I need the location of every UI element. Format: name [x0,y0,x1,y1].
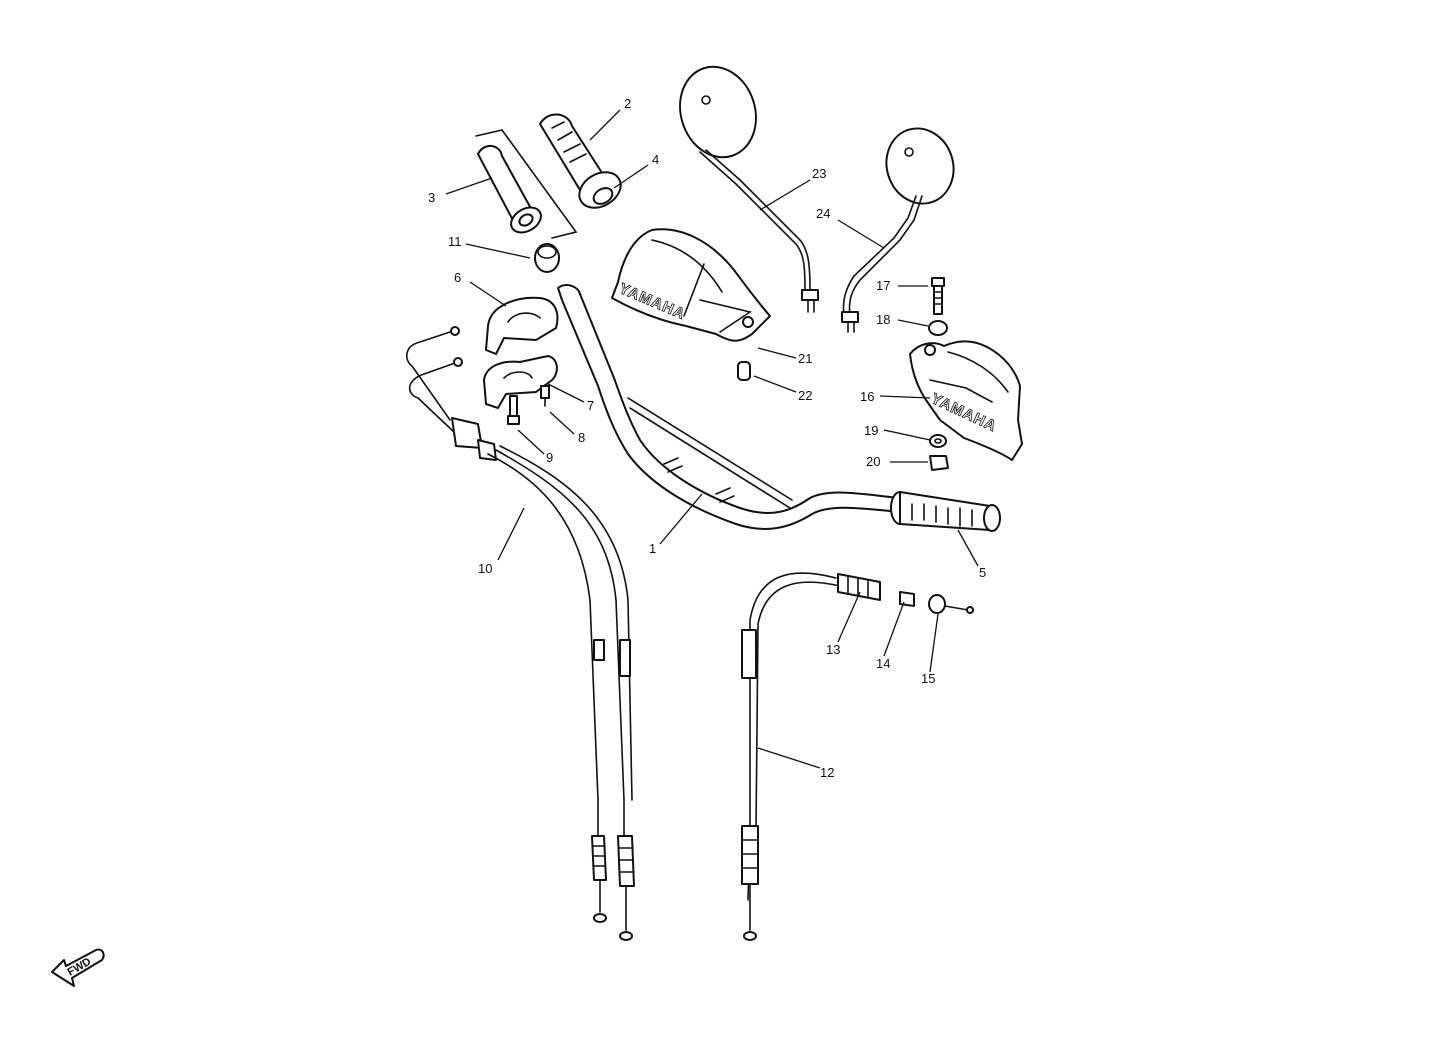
callout-18: 18 [876,312,890,327]
throttle-housing-lower [483,355,558,409]
callout-12: 12 [820,765,834,780]
callout-13: 13 [826,642,840,657]
forward-arrow-icon: FWD [51,948,105,987]
screw-9 [507,395,520,425]
throttle-cable [405,326,635,941]
screw-8 [540,385,550,407]
right-mirror [841,127,955,333]
callout-1: 1 [649,541,656,556]
callout-11: 11 [448,234,462,249]
callout-16: 16 [860,389,874,404]
callout-21: 21 [798,351,812,366]
callout-7: 7 [587,398,594,413]
clutch-cable [741,572,841,941]
left-handguard: YAMAHA [611,228,771,342]
right-grip [890,491,1001,532]
callout-4: 4 [652,152,659,167]
adjuster-nut [899,591,915,607]
callout-14: 14 [876,656,890,671]
right-handguard: YAMAHA [909,340,1023,461]
left-mirror [679,65,819,313]
adjuster-cap [928,594,974,614]
washer-18 [928,320,948,336]
nut-20 [929,455,949,471]
callout-15: 15 [921,671,935,686]
forward-label: FWD [66,956,94,979]
callout-23: 23 [812,166,826,181]
callout-24: 24 [816,206,830,221]
throttle-housing-upper [485,296,559,355]
callout-20: 20 [866,454,880,469]
left-grip [539,113,622,209]
callout-5: 5 [979,565,986,580]
spacer-22 [737,361,751,381]
collar [534,243,560,273]
callout-8: 8 [578,430,585,445]
callout-19: 19 [864,423,878,438]
callout-6: 6 [454,270,461,285]
callout-17: 17 [876,278,890,293]
bolt-17 [931,277,945,315]
callout-numbers: 1 2 3 4 5 6 7 8 9 10 11 12 13 14 15 16 1… [428,96,986,780]
callout-10: 10 [478,561,492,576]
leader-lines [445,109,979,769]
callout-3: 3 [428,190,435,205]
callout-2: 2 [624,96,631,111]
clutch-adjuster [837,573,881,601]
throttle-grip-tube [477,145,542,234]
callout-9: 9 [546,450,553,465]
handlebar [557,284,901,530]
group-bracket [475,129,578,239]
washer-19 [929,434,947,448]
callout-22: 22 [798,388,812,403]
